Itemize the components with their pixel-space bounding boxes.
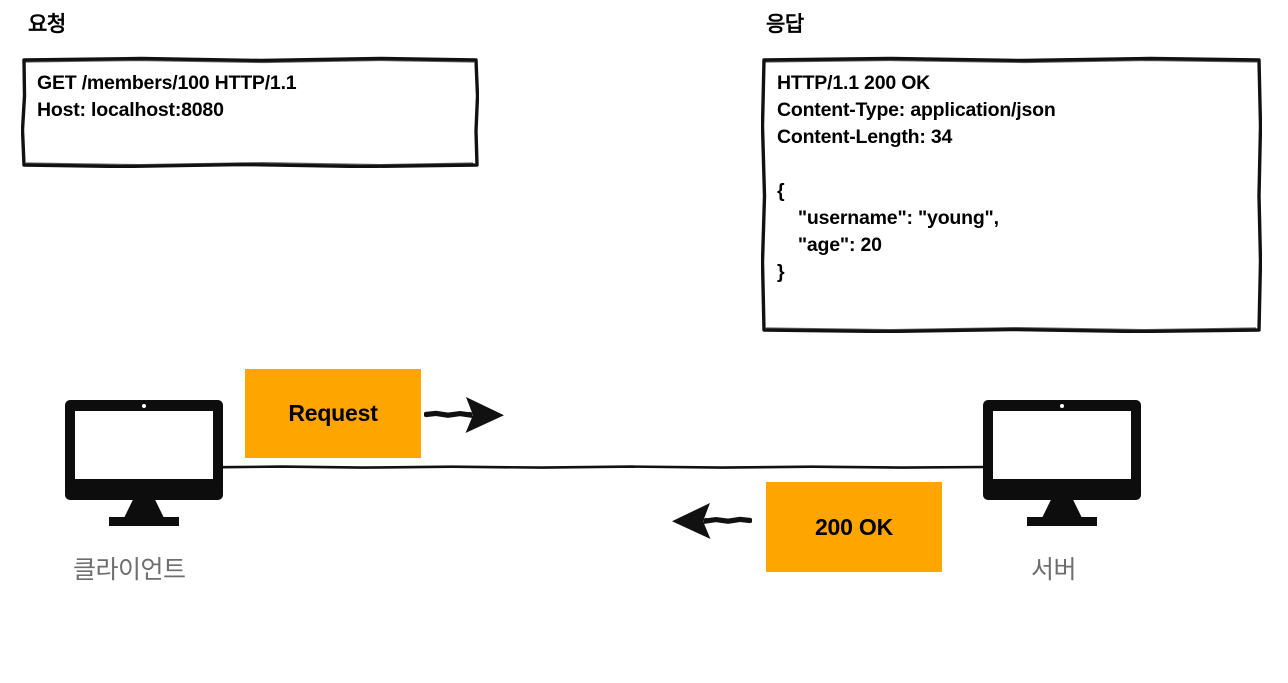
monitor-neck [124,500,164,518]
monitor-screen [75,411,213,479]
arrow-left-icon [672,503,752,539]
server-monitor-icon [983,400,1141,528]
request-flow-badge: Request [245,369,421,458]
monitor-base [1027,517,1097,526]
arrow-right-icon [424,397,504,433]
request-message-text: GET /members/100 HTTP/1.1 Host: localhos… [37,72,297,121]
horizontal-wire-line-icon [222,465,984,469]
response-flow-badge: 200 OK [766,482,942,572]
monitor-camera-dot [1060,404,1064,408]
response-message-text: HTTP/1.1 200 OK Content-Type: applicatio… [777,72,1056,283]
request-message-box: GET /members/100 HTTP/1.1 Host: localhos… [21,56,479,168]
monitor-neck [1042,500,1082,518]
response-section-heading: 응답 [766,13,804,36]
monitor-screen [993,411,1131,479]
monitor-base [109,517,179,526]
client-label: 클라이언트 [73,556,186,584]
server-label: 서버 [1031,556,1077,584]
client-monitor-icon [65,400,223,528]
response-message-box: HTTP/1.1 200 OK Content-Type: applicatio… [761,56,1262,333]
monitor-camera-dot [142,404,146,408]
client-server-diagram: 클라이언트 서버 Request 200 OK [0,355,1288,615]
request-section-heading: 요청 [28,13,66,36]
